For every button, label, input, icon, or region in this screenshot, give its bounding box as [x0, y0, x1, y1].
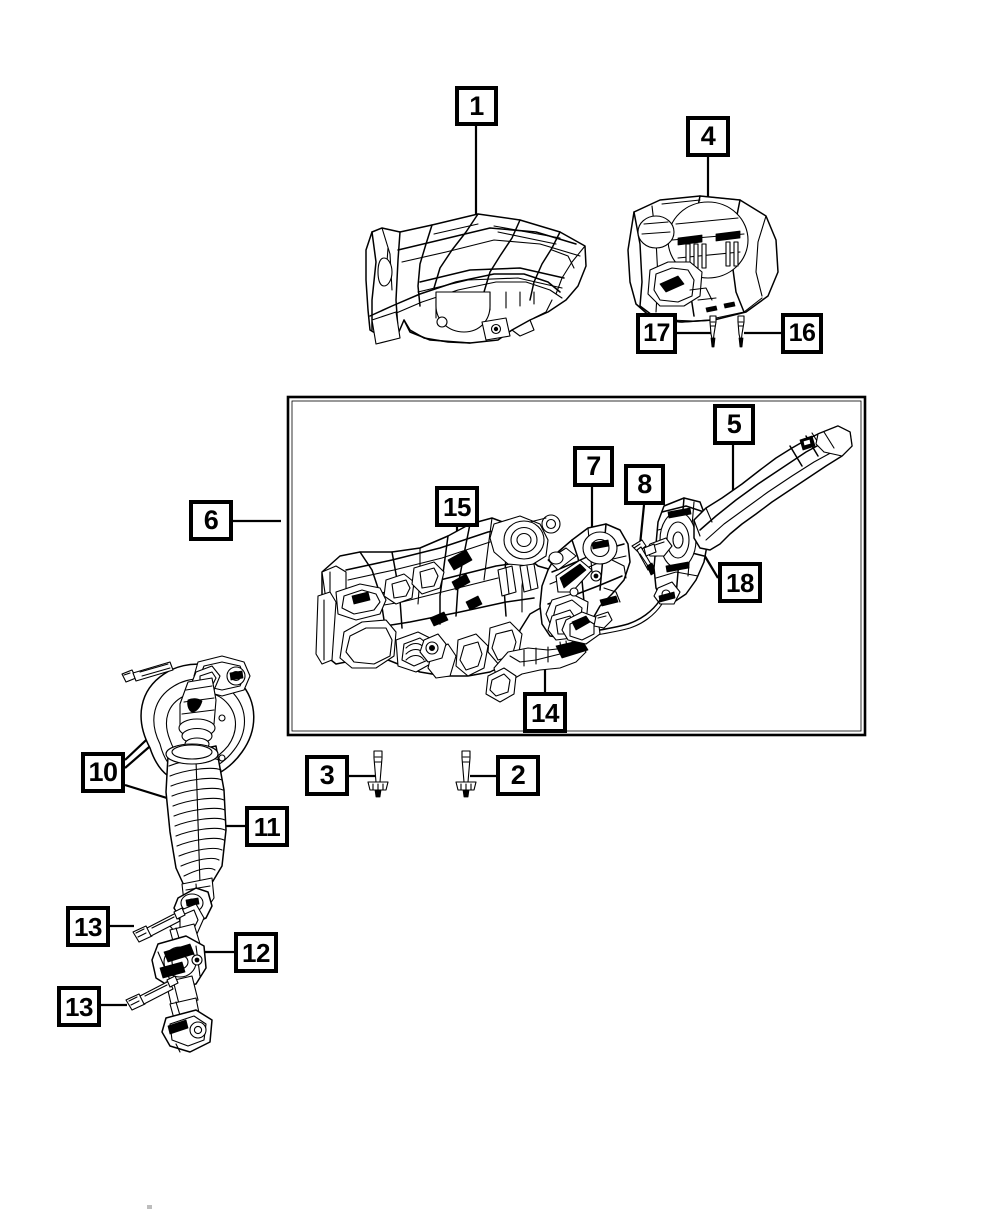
part-13-bolt-upper: [132, 907, 186, 943]
callout-14[interactable]: 14: [523, 692, 567, 733]
callout-5-label: 5: [726, 409, 742, 439]
part-10-bearing-retainer: [121, 655, 255, 783]
callout-2-label: 2: [510, 760, 526, 790]
callout-2[interactable]: 2: [496, 755, 540, 796]
callout-11[interactable]: 11: [245, 806, 289, 847]
part-4-lower-shroud: [627, 195, 779, 323]
callout-4-label: 4: [700, 121, 716, 151]
callout-8-label: 8: [637, 469, 652, 499]
part-7-lock-housing: [539, 523, 631, 641]
part-3-screw: [367, 750, 389, 798]
part-2-screw: [455, 750, 477, 798]
callout-10-label: 10: [88, 757, 118, 787]
callout-13-lower-label: 13: [65, 991, 93, 1022]
callout-7-label: 7: [586, 451, 601, 481]
callout-1[interactable]: 1: [455, 86, 498, 126]
callout-12[interactable]: 12: [234, 932, 278, 973]
callout-16[interactable]: 16: [781, 313, 823, 354]
callout-3-label: 3: [319, 760, 335, 790]
callout-6-label: 6: [203, 505, 219, 535]
callout-13-lower[interactable]: 13: [57, 986, 101, 1027]
part-5-multifunction-stalk: [693, 425, 853, 551]
part-1-upper-shroud: [365, 213, 587, 345]
callout-16-label: 16: [788, 319, 816, 347]
callout-6[interactable]: 6: [189, 500, 233, 541]
callout-5[interactable]: 5: [713, 404, 755, 445]
callout-18-label: 18: [726, 567, 754, 598]
callout-15[interactable]: 15: [435, 486, 479, 527]
callout-4[interactable]: 4: [686, 116, 730, 157]
part-15-column-body: [315, 514, 563, 679]
callout-3[interactable]: 3: [305, 755, 349, 796]
callout-15-label: 15: [443, 491, 471, 522]
callout-10[interactable]: 10: [81, 752, 125, 793]
callout-8[interactable]: 8: [624, 464, 665, 505]
callout-7[interactable]: 7: [573, 446, 614, 487]
part-13-bolt-lower: [125, 975, 179, 1011]
part-17-screw: [709, 315, 717, 348]
part-11-column-boot: [165, 743, 227, 913]
callout-17-label: 17: [643, 319, 670, 347]
callout-13-upper-label: 13: [74, 911, 102, 942]
artifact-speck: [147, 1205, 152, 1209]
part-16-screw: [737, 315, 745, 348]
callout-11-label: 11: [253, 811, 281, 842]
callout-12-label: 12: [242, 937, 270, 968]
callout-13-upper[interactable]: 13: [66, 906, 110, 947]
part-12-intermediate-shaft: [151, 887, 213, 1053]
assembly-group-panel: [286, 395, 867, 737]
callout-14-label: 14: [531, 697, 559, 728]
callout-18[interactable]: 18: [718, 562, 762, 603]
callout-1-label: 1: [469, 90, 484, 121]
callout-17[interactable]: 17: [636, 313, 677, 354]
